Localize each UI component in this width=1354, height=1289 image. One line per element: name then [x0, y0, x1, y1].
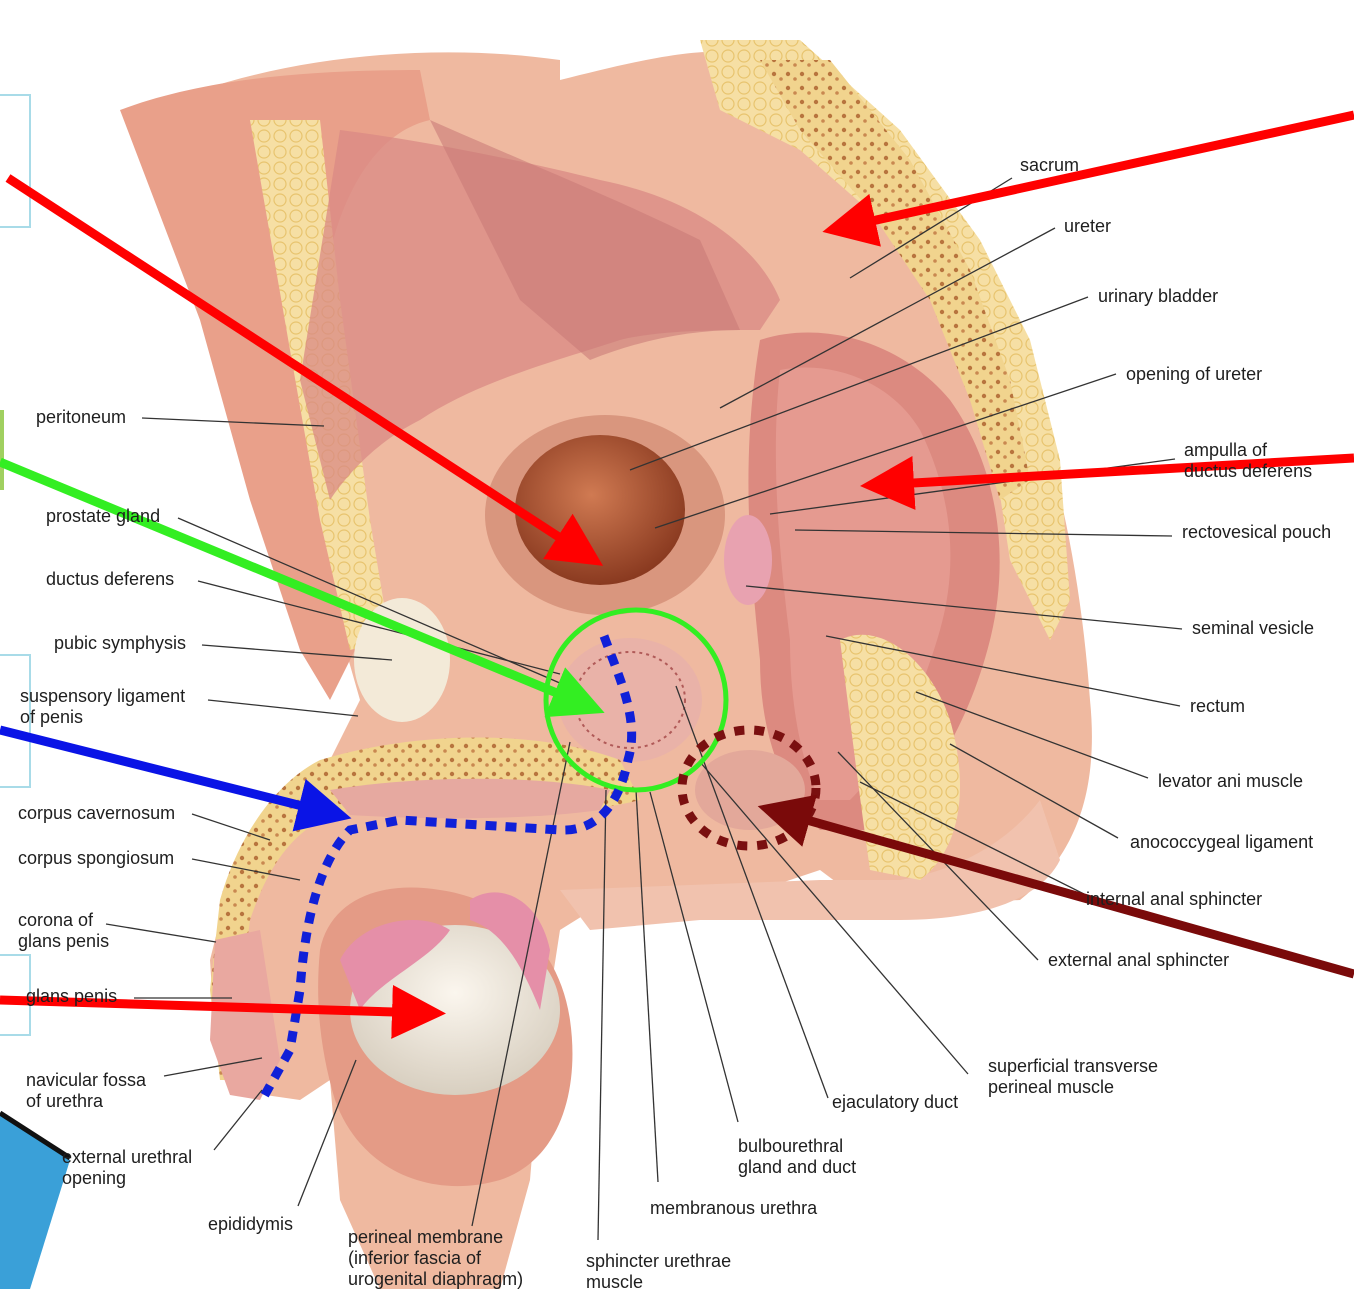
- label-corona-of-glans-penis: corona of glans penis: [18, 910, 109, 952]
- label-corpus-cavernosum: corpus cavernosum: [18, 803, 175, 824]
- label-prostate-gland: prostate gland: [46, 506, 160, 527]
- green-tab-fragment: [0, 410, 4, 490]
- label-rectovesical-pouch: rectovesical pouch: [1182, 522, 1331, 543]
- blue-panel-fragment: [0, 1115, 70, 1289]
- leader-external-urethral-opening: [214, 1090, 262, 1150]
- label-external-urethral-opening: external urethral opening: [62, 1147, 192, 1189]
- label-external-anal-sphincter: external anal sphincter: [1048, 950, 1229, 971]
- label-sphincter-urethrae-muscle: sphincter urethrae muscle: [586, 1251, 731, 1289]
- label-seminal-vesicle: seminal vesicle: [1192, 618, 1314, 639]
- leader-suspensory-ligament: [208, 700, 358, 716]
- label-bulbourethral-gland-and-duct: bulbourethral gland and duct: [738, 1136, 856, 1178]
- label-navicular-fossa-of-urethra: navicular fossa of urethra: [26, 1070, 146, 1112]
- label-levator-ani-muscle: levator ani muscle: [1158, 771, 1303, 792]
- leader-corona: [106, 924, 216, 942]
- label-internal-anal-sphincter: internal anal sphincter: [1086, 889, 1262, 910]
- label-suspensory-ligament-of-penis: suspensory ligament of penis: [20, 686, 185, 728]
- arrow-urethra: [0, 730, 334, 814]
- label-peritoneum: peritoneum: [36, 407, 126, 428]
- label-ejaculatory-duct: ejaculatory duct: [832, 1092, 958, 1113]
- label-epididymis: epididymis: [208, 1214, 293, 1235]
- label-rectum: rectum: [1190, 696, 1245, 717]
- label-ampulla-of-ductus-deferens: ampulla of ductus deferens: [1184, 440, 1312, 482]
- label-superficial-transverse-perineal-muscle: superficial transverse perineal muscle: [988, 1056, 1158, 1098]
- label-corpus-spongiosum: corpus spongiosum: [18, 848, 174, 869]
- label-ductus-deferens: ductus deferens: [46, 569, 174, 590]
- label-urinary-bladder: urinary bladder: [1098, 286, 1218, 307]
- label-membranous-urethra: membranous urethra: [650, 1198, 817, 1219]
- label-pubic-symphysis: pubic symphysis: [54, 633, 186, 654]
- label-glans-penis: glans penis: [26, 986, 117, 1007]
- label-opening-of-ureter: opening of ureter: [1126, 364, 1262, 385]
- frame-fragment-top: [0, 95, 30, 227]
- label-sacrum: sacrum: [1020, 155, 1079, 176]
- label-anococcygeal-ligament: anococcygeal ligament: [1130, 832, 1313, 853]
- label-ureter: ureter: [1064, 216, 1111, 237]
- label-perineal-membrane: perineal membrane (inferior fascia of ur…: [348, 1227, 523, 1289]
